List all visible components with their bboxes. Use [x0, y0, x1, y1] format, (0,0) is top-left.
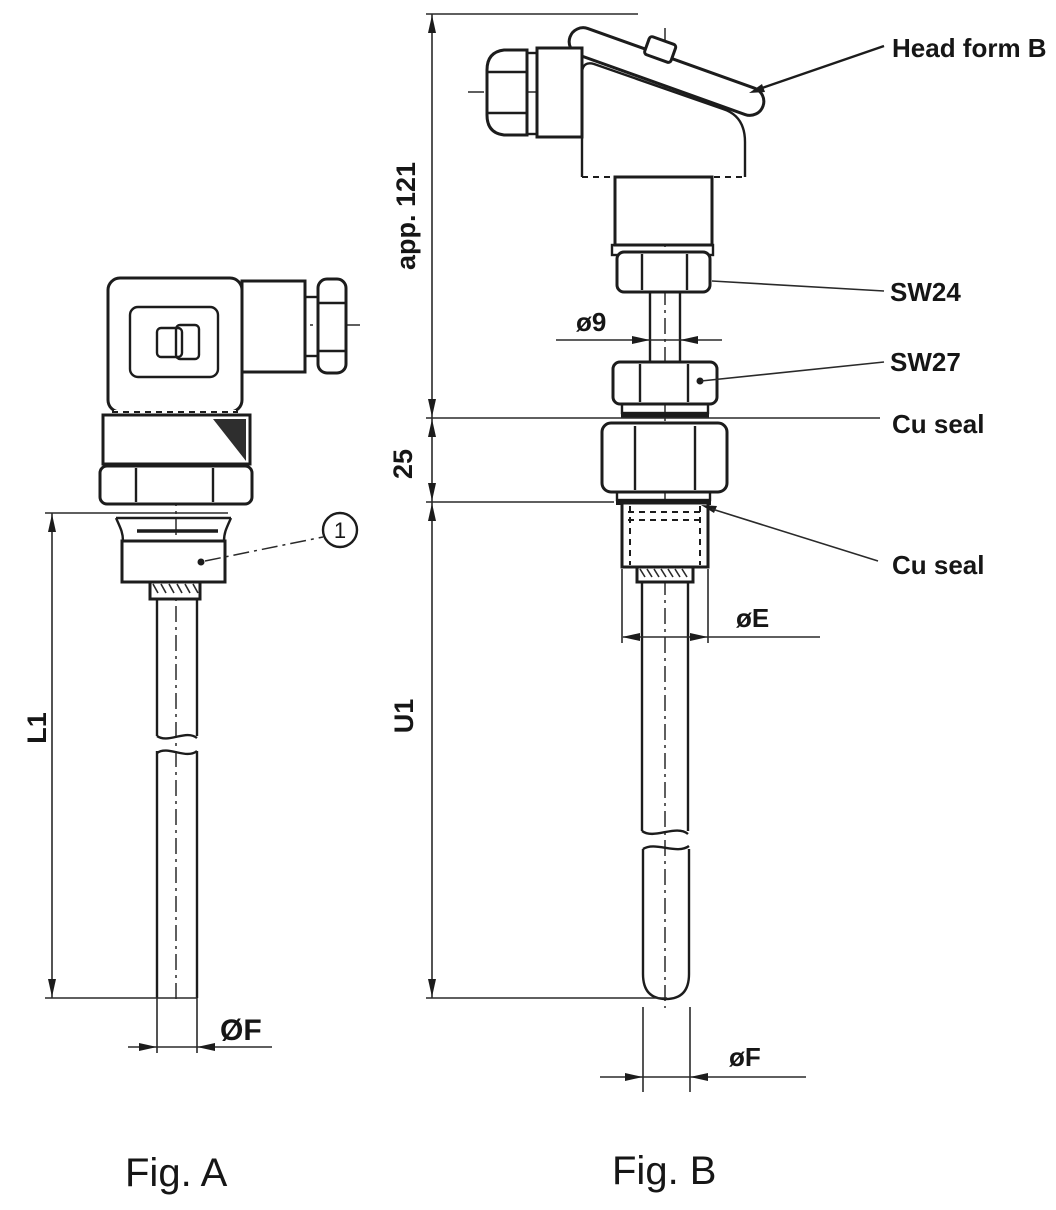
fig-a-connector-head — [106, 276, 348, 414]
head-form-b-arrowhead — [749, 84, 765, 93]
fig-a-process-fitting — [45, 512, 233, 601]
fig-b-neck — [613, 175, 714, 247]
fig-a-caption: Fig. A — [125, 1151, 228, 1195]
l1-arrow-top — [48, 514, 56, 532]
sw27-leader-dot — [696, 377, 704, 385]
app121-arrow-top — [428, 15, 436, 33]
head-cable-gland-nut — [485, 48, 529, 137]
fig-a-probe-tube — [155, 599, 199, 998]
o9-arrow-left — [632, 336, 650, 344]
fig-a-balloon: 1 — [197, 511, 359, 566]
fig-a-gland-nut — [316, 277, 348, 375]
cu-seal-upper-band — [621, 412, 709, 418]
fig-a-of-arrow-right — [197, 1043, 215, 1051]
sw27-leader — [700, 361, 885, 382]
sw24-label: SW24 — [890, 277, 961, 307]
o9-arrow-right — [680, 336, 698, 344]
fig-b: app. 121 25 U1 ø9 øE øF — [388, 13, 1047, 1193]
fig-b-head-form-b — [485, 26, 766, 178]
cu-seal-lower-label: Cu seal — [892, 550, 985, 580]
sw27-label: SW27 — [890, 347, 961, 377]
fig-b-hex-sw24 — [615, 250, 712, 294]
balloon-leader-line — [204, 536, 324, 562]
fig-b-callouts: Head form B SW24 SW27 Cu seal Cu seal — [696, 33, 1047, 580]
head-body-fill — [582, 63, 745, 177]
fig-b-dim-of: øF — [600, 1007, 806, 1092]
fig-b-of-arrow-left — [625, 1073, 643, 1081]
cu-seal-upper-label: Cu seal — [892, 409, 985, 439]
fig-a-of-arrow-left — [139, 1043, 157, 1051]
head-form-b-label: Head form B — [892, 33, 1047, 63]
balloon-number: 1 — [334, 518, 346, 543]
u1-arrow-top — [428, 503, 436, 521]
fig-a-fitting-body — [120, 539, 227, 584]
l1-dimension-label: L1 — [22, 712, 52, 744]
dim25-dimension-label: 25 — [388, 449, 418, 479]
fig-a-thread-serrations — [152, 583, 199, 594]
cu-seal-lower-arrowhead — [701, 505, 717, 513]
u1-arrow-bottom — [428, 979, 436, 997]
head-cable-entry — [535, 46, 584, 139]
fig-b-caption: Fig. B — [612, 1149, 716, 1193]
fig-a-hex-nut — [98, 464, 254, 506]
app121-dimension-label: app. 121 — [391, 162, 421, 270]
fig-b-dim-o9: ø9 — [556, 307, 722, 344]
fig-a-dim-of: ØF — [45, 997, 272, 1053]
fig-a-fitting-shoulder-left — [114, 517, 125, 542]
head-form-b-leader — [761, 44, 885, 90]
balloon-circle — [321, 511, 359, 549]
l1-arrow-bottom — [48, 979, 56, 997]
fig-a-of-dimension-label: ØF — [220, 1014, 262, 1047]
fig-b-of-arrow-right — [690, 1073, 708, 1081]
fig-a-hatch-triangle — [213, 419, 246, 461]
o9-dimension-label: ø9 — [576, 307, 606, 337]
oe-arrow-left — [622, 633, 640, 641]
fig-b-big-hex — [600, 421, 729, 494]
oe-dimension-label: øE — [736, 603, 769, 633]
head-cover-bolt — [643, 35, 678, 64]
fig-a-fitting-shoulder-right — [222, 517, 233, 542]
fig-a-dim-l1: L1 — [22, 513, 56, 998]
sw24-leader — [711, 280, 885, 292]
u1-dimension-label: U1 — [389, 699, 419, 734]
fig-b-neck-assembly — [600, 175, 729, 584]
fig-a-connector-screw-detail — [155, 326, 184, 359]
fig-b-break-line-upper — [641, 829, 689, 836]
fig-a-break-line-upper — [156, 733, 198, 740]
oe-arrow-right — [690, 633, 708, 641]
fig-b-tube-lower-rounded-tip — [641, 849, 691, 1001]
fig-b-of-dimension-label: øF — [729, 1042, 761, 1072]
fig-a-cable-gland-body — [240, 279, 307, 374]
fig-a: L1 ØF 1 Fig. A — [22, 276, 360, 1195]
fig-b-break-line-lower — [642, 844, 690, 851]
fig-b-relief-serrations — [639, 568, 688, 578]
fig-a-connector-inner-plate — [128, 305, 220, 379]
cu-seal-lower-leader — [711, 508, 879, 562]
fig-b-probe-tube — [640, 582, 691, 1001]
dim25-arrow-bottom — [428, 483, 436, 501]
fig-b-dimension-chain: app. 121 25 U1 — [388, 13, 880, 999]
fig-b-dim-oe: øE — [621, 569, 820, 643]
fig-a-body — [98, 413, 254, 506]
fig-a-connector-screw-detail-2 — [174, 323, 201, 361]
dim25-arrow-top — [428, 419, 436, 437]
app121-arrow-bottom — [428, 399, 436, 417]
balloon-leader-dot — [197, 558, 205, 566]
fig-a-break-line-lower — [156, 749, 198, 756]
